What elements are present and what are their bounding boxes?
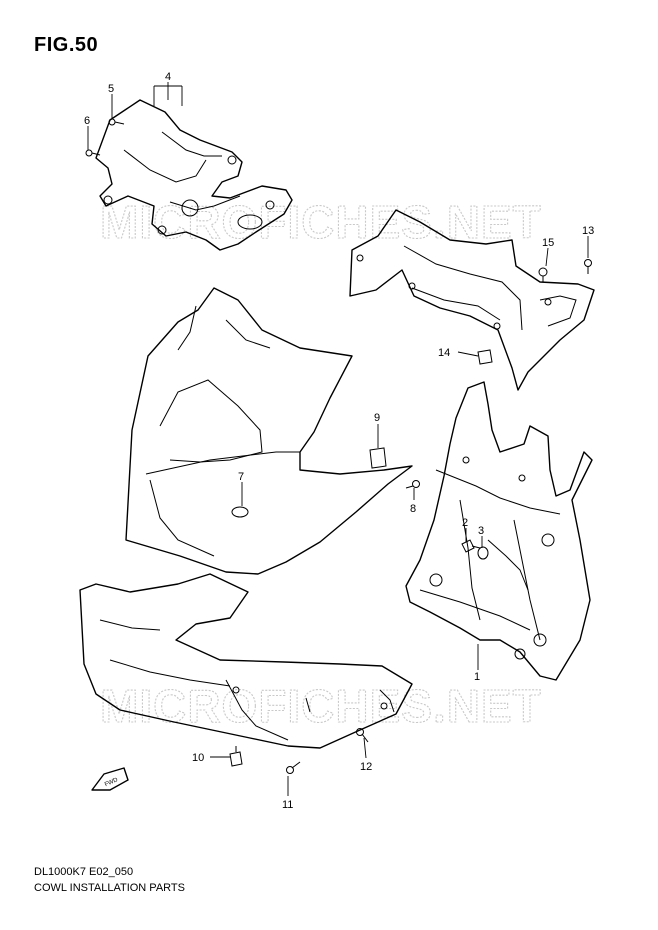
callout-13: 13: [582, 225, 594, 237]
callout-10: 10: [192, 752, 204, 764]
callout-5: 5: [108, 83, 114, 95]
upper-cowl: [125, 287, 413, 575]
watermark-top: MICROFICHES.NET: [100, 196, 542, 248]
figure-title: FIG.50: [34, 34, 99, 56]
nut-14: [477, 349, 493, 365]
watermark-bottom: MICROFICHES.NET: [100, 680, 542, 732]
callout-9: 9: [374, 412, 380, 424]
callout-6: 6: [84, 115, 90, 127]
screw-8: [405, 480, 420, 489]
callout-leaders: [87, 82, 589, 796]
fwd-label: FWD: [104, 777, 120, 788]
lower-cowl: [79, 573, 413, 749]
callout-11: 11: [282, 799, 293, 811]
callout-12: 12: [360, 761, 372, 773]
cowl-frame: [405, 381, 593, 681]
callout-8: 8: [410, 503, 416, 515]
callout-labels: 4 5 6 13 15 14 9 7 8 2 3 1 10 11 12: [84, 71, 594, 811]
callout-3: 3: [478, 525, 484, 537]
callout-2: 2: [462, 517, 468, 529]
screw-15: [538, 267, 548, 282]
callout-7: 7: [238, 471, 244, 483]
screw-11: [286, 761, 301, 774]
upper-bracket: [95, 99, 293, 251]
diagram-caption: COWL INSTALLATION PARTS: [34, 882, 185, 894]
callout-15: 15: [542, 237, 554, 249]
diagram-code: DL1000K7 E02_050: [34, 866, 134, 878]
bolt-2: [461, 539, 481, 553]
fwd-arrow: FWD: [91, 767, 129, 791]
inner-cover: [349, 209, 595, 391]
bolt-6: [85, 149, 101, 157]
callout-1: 1: [474, 671, 480, 683]
screw-12: [356, 728, 369, 743]
callout-4: 4: [165, 71, 171, 83]
fastener-10: [229, 746, 243, 767]
screw-13: [584, 259, 592, 274]
bolt-5: [108, 118, 125, 126]
washer-3: [477, 546, 489, 560]
clip-9: [369, 447, 387, 469]
callout-14: 14: [438, 347, 450, 359]
